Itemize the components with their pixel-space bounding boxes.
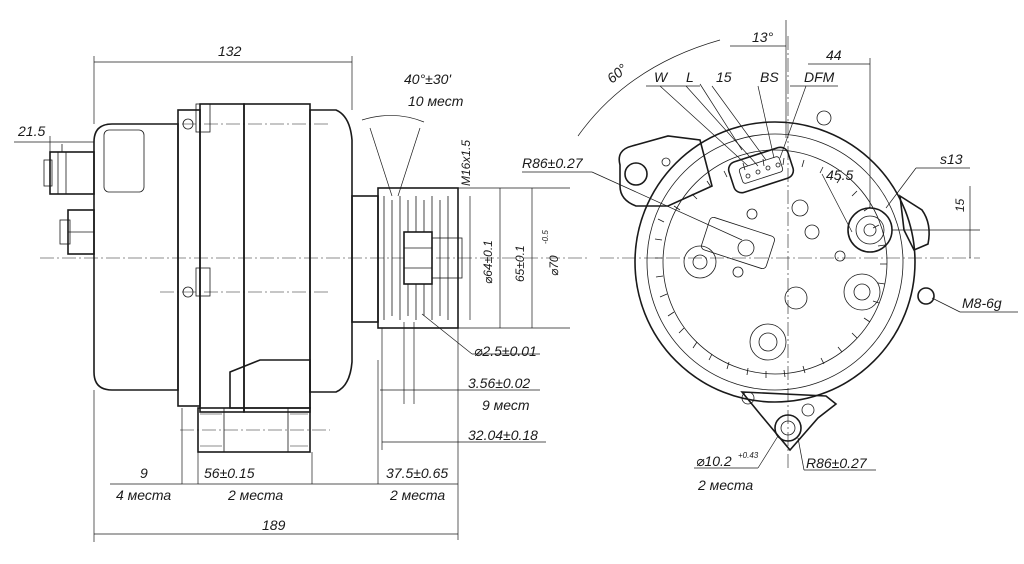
rear-cover xyxy=(93,123,179,391)
dim-d70: ⌀70 xyxy=(547,255,561,276)
front-view: 60° 13° 44 W L 15 BS DFM R86±0.27 45.5 s… xyxy=(522,20,1018,493)
mount-hole-bottom xyxy=(774,414,802,442)
dim-56-count: 2 места xyxy=(227,487,283,503)
dim-r86-bottom: R86±0.27 xyxy=(806,455,868,471)
dim-d64: ⌀64±0.1 xyxy=(481,240,495,284)
front-housing xyxy=(309,109,353,393)
dim-angle-13: 13° xyxy=(752,29,774,45)
dim-angle-40-count: 10 мест xyxy=(408,93,464,109)
mount-hole-left xyxy=(624,162,648,186)
dim-56: 56±0.15 xyxy=(204,465,255,481)
pulley xyxy=(377,187,459,329)
terminal-bs: BS xyxy=(760,69,779,85)
dim-s13: s13 xyxy=(940,151,963,167)
dim-pitch: 3.56±0.02 xyxy=(468,375,530,391)
dim-r86-top: R86±0.27 xyxy=(522,155,584,171)
dim-pulley-length: 32.04±0.18 xyxy=(468,427,538,443)
terminal-w: W xyxy=(654,69,669,85)
dim-132: 132 xyxy=(218,43,242,59)
rear-bolt xyxy=(784,286,808,310)
dim-37-5: 37.5±0.65 xyxy=(386,465,448,481)
output-stud xyxy=(847,207,893,253)
connector-plug xyxy=(49,151,95,195)
terminal-dfm: DFM xyxy=(804,69,835,85)
vent-slots xyxy=(654,157,887,378)
dim-45-5: 45.5 xyxy=(826,167,853,183)
dim-21-5: 21.5 xyxy=(17,123,45,139)
dim-15: 15 xyxy=(953,198,967,212)
dim-9: 9 xyxy=(140,465,148,481)
dim-d10-2-count: 2 места xyxy=(697,477,753,493)
dim-thread: M16x1.5 xyxy=(459,140,473,186)
dim-44: 44 xyxy=(826,47,842,63)
terminal-15: 15 xyxy=(716,69,732,85)
regulator-screw xyxy=(737,239,755,257)
dim-d70-tol: -0.5 xyxy=(541,230,550,244)
dim-pitch-count: 9 мест xyxy=(482,397,530,413)
dim-angle-40: 40°±30' xyxy=(404,71,452,87)
body-outline xyxy=(634,121,916,403)
side-view: 132 21.5 40°±30' 10 мест M16x1.5 ⌀64±0.1… xyxy=(14,43,590,542)
pulley-nut xyxy=(403,231,433,285)
dim-37-5-count: 2 места xyxy=(389,487,445,503)
dim-d2-5: ⌀2.5±0.01 xyxy=(474,343,537,359)
tie-bolt-bottom xyxy=(195,267,211,297)
dim-d65: 65±0.1 xyxy=(513,245,527,282)
dim-m8: M8-6g xyxy=(962,295,1002,311)
dim-d10-2-tol: +0.43 xyxy=(738,451,759,460)
dim-189: 189 xyxy=(262,517,286,533)
terminal-l: L xyxy=(686,69,694,85)
dim-d10-2: ⌀10.2 xyxy=(696,453,732,469)
dim-9-count: 4 места xyxy=(116,487,171,503)
terminal-box xyxy=(103,129,145,193)
terminal-connector xyxy=(727,146,795,194)
tie-bolt-top xyxy=(195,103,211,133)
dim-angle-60: 60° xyxy=(604,60,631,86)
